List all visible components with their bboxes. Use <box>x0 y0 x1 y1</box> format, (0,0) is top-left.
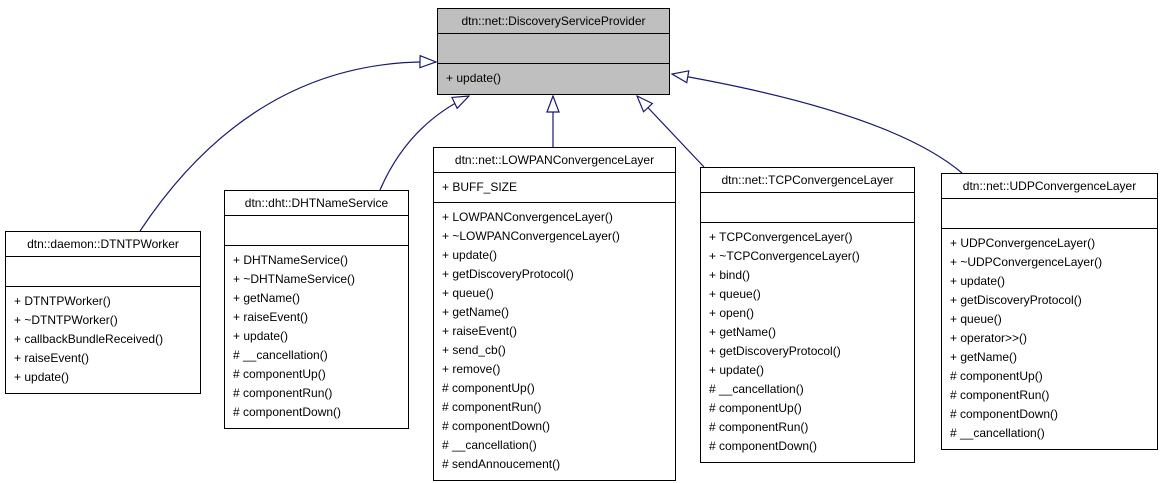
class-title: dtn::dht::DHTNameService <box>225 191 408 216</box>
method-item: # componentDown() <box>442 419 551 433</box>
inheritance-arrow-dtntpworker <box>139 62 436 232</box>
method-item: + queue() <box>950 312 1002 326</box>
inheritance-arrow-dhtnameservice <box>379 96 469 191</box>
class-title: dtn::daemon::DTNTPWorker <box>6 232 200 257</box>
method-item: # componentRun() <box>709 420 809 434</box>
method-item: + getDiscoveryProtocol() <box>950 293 1082 307</box>
class-node-dhtnameservice[interactable]: dtn::dht::DHTNameService + DHTNameServic… <box>224 190 409 429</box>
method-item: # sendAnnoucement() <box>442 457 561 471</box>
method-item: + update() <box>446 71 502 85</box>
method-item: # componentRun() <box>233 386 333 400</box>
method-item: + ~DTNTPWorker() <box>14 313 118 327</box>
method-item: + ~LOWPANConvergenceLayer() <box>442 229 620 243</box>
method-item: + getDiscoveryProtocol() <box>442 267 574 281</box>
method-item: + update() <box>709 363 765 377</box>
method-item: + LOWPANConvergenceLayer() <box>442 210 613 224</box>
method-item: + ~UDPConvergenceLayer() <box>950 255 1103 269</box>
method-item: + ~TCPConvergenceLayer() <box>709 249 860 263</box>
method-item: # componentRun() <box>442 400 542 414</box>
method-item: + operator>>() <box>950 331 1028 345</box>
method-item: + bind() <box>709 268 751 282</box>
method-item: # componentUp() <box>442 381 535 395</box>
inheritance-arrow-udpconvergencelayer <box>672 74 963 174</box>
method-item: # componentDown() <box>709 439 818 453</box>
method-item: # componentRun() <box>950 388 1050 402</box>
class-title: dtn::net::TCPConvergenceLayer <box>701 168 914 193</box>
class-title: dtn::net::UDPConvergenceLayer <box>942 174 1157 199</box>
class-title: dtn::net::LOWPANConvergenceLayer <box>434 148 675 173</box>
attributes-section <box>438 34 669 64</box>
method-item: + UDPConvergenceLayer() <box>950 236 1096 250</box>
method-item: + send_cb() <box>442 343 506 357</box>
class-node-discoveryserviceprovider[interactable]: dtn::net::DiscoveryServiceProvider + upd… <box>437 8 670 95</box>
method-item: + getName() <box>233 291 301 305</box>
methods-section: + update() <box>438 64 669 94</box>
method-item: + ~DHTNameService() <box>233 272 356 286</box>
method-item: + update() <box>233 329 289 343</box>
method-item: # __cancellation() <box>233 348 328 362</box>
method-item: + getName() <box>442 305 510 319</box>
class-node-tcpconvergencelayer[interactable]: dtn::net::TCPConvergenceLayer + TCPConve… <box>700 167 915 463</box>
method-item: # componentDown() <box>950 407 1059 421</box>
class-node-lowpanconvergencelayer[interactable]: dtn::net::LOWPANConvergenceLayer + BUFF_… <box>433 147 676 481</box>
method-item: # __cancellation() <box>442 438 537 452</box>
method-item: + raiseEvent() <box>442 324 518 338</box>
method-item: # componentUp() <box>709 401 802 415</box>
attributes-section <box>942 199 1157 229</box>
attributes-section: + BUFF_SIZE <box>434 173 675 203</box>
methods-section: + LOWPANConvergenceLayer() + ~LOWPANConve… <box>434 203 675 480</box>
method-item: # __cancellation() <box>709 382 804 396</box>
method-item: # componentUp() <box>233 367 326 381</box>
method-item: # __cancellation() <box>950 426 1045 440</box>
methods-section: + DTNTPWorker() + ~DTNTPWorker() + callbac… <box>6 287 200 393</box>
method-item: + remove() <box>442 362 501 376</box>
method-item: + DHTNameService() <box>233 253 349 267</box>
method-item: + update() <box>950 274 1006 288</box>
class-node-dtntpworker[interactable]: dtn::daemon::DTNTPWorker + DTNTPWorker()… <box>5 231 201 394</box>
method-item: + callbackBundleReceived() <box>14 332 164 346</box>
method-item: + TCPConvergenceLayer() <box>709 230 853 244</box>
methods-section: + DHTNameService() + ~DHTNameService() + g… <box>225 246 408 428</box>
methods-section: + UDPConvergenceLayer() + ~UDPConvergence… <box>942 229 1157 449</box>
method-item: + open() <box>709 306 755 320</box>
class-node-udpconvergencelayer[interactable]: dtn::net::UDPConvergenceLayer + UDPConve… <box>941 173 1158 450</box>
attributes-section <box>225 216 408 246</box>
method-item: + DTNTPWorker() <box>14 294 111 308</box>
method-item: + queue() <box>442 286 494 300</box>
method-item: # componentDown() <box>233 405 342 419</box>
method-item: + update() <box>442 248 498 262</box>
method-item: + queue() <box>709 287 761 301</box>
inheritance-arrow-tcpconvergencelayer <box>637 96 705 168</box>
attributes-section <box>701 193 914 223</box>
method-item: + getName() <box>709 325 777 339</box>
class-title: dtn::net::DiscoveryServiceProvider <box>438 9 669 34</box>
method-item: + update() <box>14 370 70 384</box>
method-item: + getName() <box>950 350 1018 364</box>
method-item: # componentUp() <box>950 369 1043 383</box>
attribute-item: + BUFF_SIZE <box>442 180 518 194</box>
method-item: + raiseEvent() <box>14 351 90 365</box>
method-item: + getDiscoveryProtocol() <box>709 344 841 358</box>
attributes-section <box>6 257 200 287</box>
method-item: + raiseEvent() <box>233 310 309 324</box>
methods-section: + TCPConvergenceLayer() + ~TCPConvergence… <box>701 223 914 462</box>
